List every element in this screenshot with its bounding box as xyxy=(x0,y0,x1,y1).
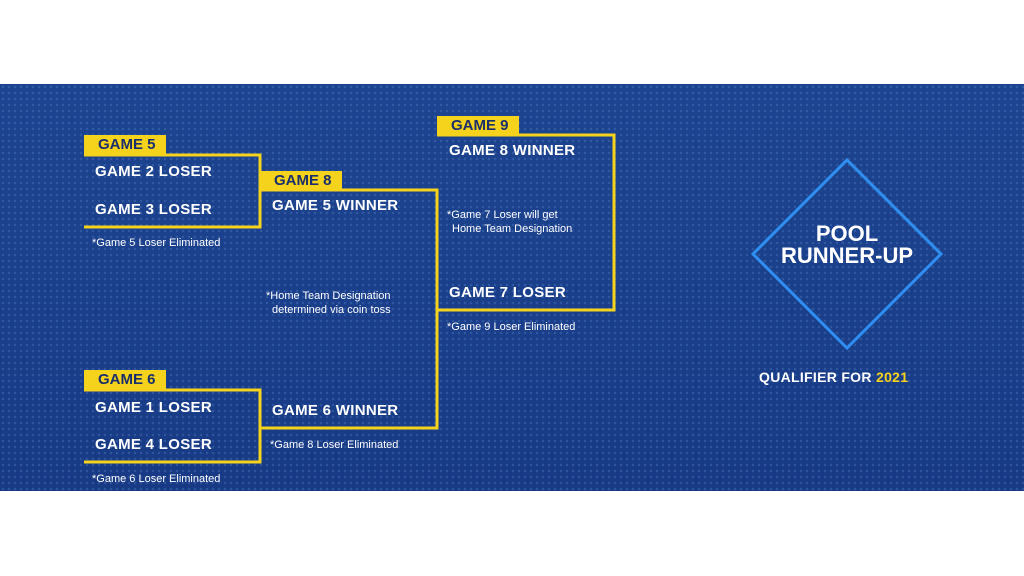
game9-label: GAME 9 xyxy=(437,116,519,136)
game8-home-note: *Home Team Designation determined via co… xyxy=(266,289,391,317)
qualifier-text: QUALIFIER FOR 2021 xyxy=(759,369,908,385)
game8-label: GAME 8 xyxy=(260,171,342,191)
game9-home-note: *Game 7 Loser will get Home Team Designa… xyxy=(447,208,572,236)
game8-note: *Game 8 Loser Eliminated xyxy=(270,439,399,451)
runner-up-diamond xyxy=(750,157,944,351)
game6-bracket-line xyxy=(84,388,262,464)
game5-note: *Game 5 Loser Eliminated xyxy=(92,237,221,249)
game9-team1: GAME 8 WINNER xyxy=(449,142,576,159)
game6-team1: GAME 1 LOSER xyxy=(95,399,212,416)
game6-team2: GAME 4 LOSER xyxy=(95,436,212,453)
game5-label: GAME 5 xyxy=(84,135,166,155)
runner-up-title: POOL RUNNER-UP xyxy=(747,223,947,267)
qualifier-label: QUALIFIER FOR xyxy=(759,369,872,385)
game9-bracket-line xyxy=(437,133,616,312)
game6-note: *Game 6 Loser Eliminated xyxy=(92,473,221,485)
game9-home-note-line1: *Game 7 Loser will get xyxy=(447,209,558,221)
game6-label: GAME 6 xyxy=(84,370,166,390)
game8-team1: GAME 5 WINNER xyxy=(272,197,399,214)
game5-team1: GAME 2 LOSER xyxy=(95,163,212,180)
game9-note: *Game 9 Loser Eliminated xyxy=(447,321,576,333)
bracket-background xyxy=(0,84,1024,491)
game8-home-note-line2: determined via coin toss xyxy=(272,304,391,316)
game9-team2: GAME 7 LOSER xyxy=(449,284,566,301)
game8-home-note-line1: *Home Team Designation xyxy=(266,290,391,302)
runner-up-line2: RUNNER-UP xyxy=(781,243,913,268)
game5-team2: GAME 3 LOSER xyxy=(95,201,212,218)
game9-home-note-line2: Home Team Designation xyxy=(452,223,573,235)
runner-up-line1: POOL xyxy=(815,221,879,246)
qualifier-year: 2021 xyxy=(876,369,909,385)
game8-team2: GAME 6 WINNER xyxy=(272,402,399,419)
